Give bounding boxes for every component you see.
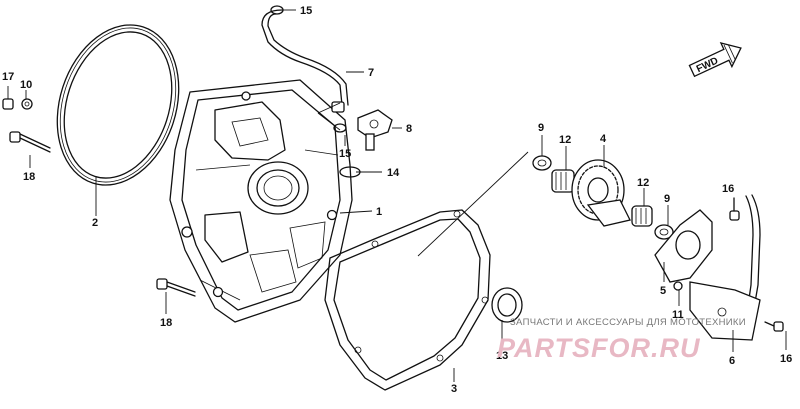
callout-9-top: 9 — [538, 122, 544, 134]
watermark-logo: PARTSFOR.RU — [497, 333, 701, 363]
callout-12-right: 12 — [637, 177, 649, 189]
callout-numbers: 15 7 8 15 14 1 17 10 18 2 18 3 13 9 12 4… — [2, 5, 792, 395]
governor-bracket — [689, 194, 761, 341]
watermark: ЗАПЧАСТИ И АКСЕССУАРЫ ДЛЯ МОТОТЕХНИКИ PA… — [497, 317, 746, 363]
callout-3: 3 — [451, 383, 457, 395]
leader-lines — [7, 9, 787, 382]
watermark-caption: ЗАПЧАСТИ И АКСЕССУАРЫ ДЛЯ МОТОТЕХНИКИ — [510, 317, 746, 328]
bracket-bolt-lower — [764, 321, 784, 332]
callout-16-top: 16 — [722, 183, 734, 195]
oil-seal — [491, 287, 523, 323]
callout-10: 10 — [20, 79, 32, 91]
callout-2: 2 — [92, 217, 98, 229]
breather-tube — [261, 9, 349, 113]
callout-8: 8 — [406, 123, 412, 135]
callout-9-right: 9 — [664, 193, 670, 205]
fwd-label: FWD — [695, 55, 720, 75]
breather-valve — [357, 109, 393, 151]
callout-17: 17 — [2, 71, 14, 83]
callout-18-bottom: 18 — [160, 317, 172, 329]
callout-11: 11 — [672, 309, 684, 321]
crankcase-cover — [169, 79, 353, 323]
forward-arrow-icon: FWD — [688, 42, 742, 78]
callout-16-bottom: 16 — [780, 353, 792, 365]
dowel-and-washer — [2, 98, 33, 110]
callout-12-top: 12 — [559, 134, 571, 146]
flange-bolt-upper — [9, 131, 51, 153]
bracket-bolt-upper — [729, 197, 740, 221]
o-ring-gasket — [56, 24, 180, 186]
callout-4: 4 — [600, 133, 607, 145]
cover-gasket — [324, 209, 491, 391]
callout-1: 1 — [376, 206, 382, 218]
washer-11 — [673, 281, 683, 291]
governor-gear-assembly — [532, 155, 674, 240]
callout-15-top: 15 — [300, 5, 312, 17]
callout-13: 13 — [496, 350, 508, 362]
callout-6: 6 — [729, 355, 735, 367]
callout-14: 14 — [387, 167, 400, 179]
flange-bolt-lower — [156, 278, 196, 297]
callout-5: 5 — [660, 285, 666, 297]
callout-18-left: 18 — [23, 171, 35, 183]
governor-arm — [654, 209, 713, 283]
callout-15-mid: 15 — [339, 148, 351, 160]
tube-clamps — [270, 5, 347, 133]
callout-7: 7 — [368, 67, 374, 79]
